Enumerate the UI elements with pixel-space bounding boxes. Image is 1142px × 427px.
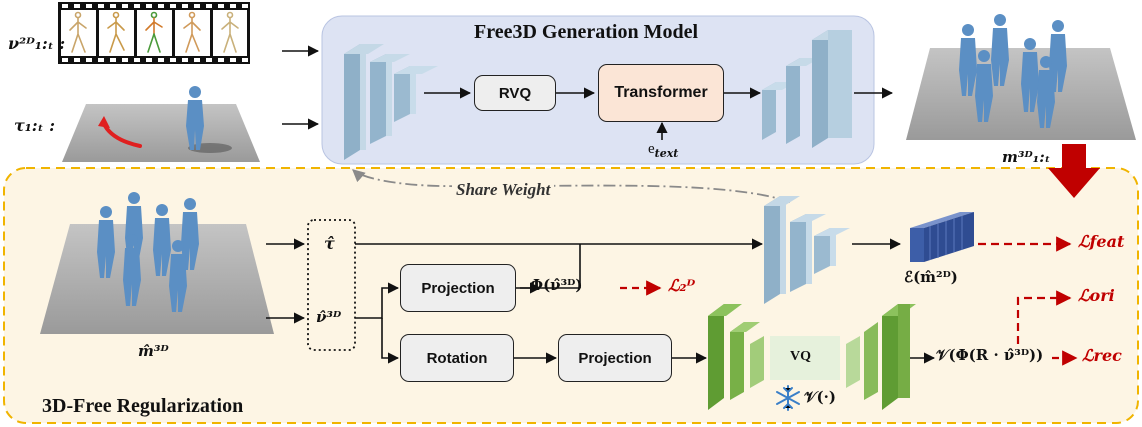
loss-2d-label: ℒ₂ᴰ <box>668 276 696 295</box>
regularization-title: 3D-Free Regularization <box>42 395 244 417</box>
encoder-output-label: ℰ(m̂²ᴰ) <box>904 268 958 286</box>
regularization-input-scene <box>40 192 274 334</box>
rvq-box: RVQ <box>474 75 556 111</box>
transformer-box: Transformer <box>598 64 724 122</box>
loss-ori-label: ℒori <box>1078 286 1115 305</box>
e-text-base: e <box>648 141 655 157</box>
snowflake-icon <box>776 385 800 411</box>
shared-encoder <box>764 196 850 304</box>
tau-hat-label: τ̂ <box>324 234 335 253</box>
phi-label: Φ(ν̂³ᴰ) <box>530 276 583 294</box>
generation-encoder <box>344 44 438 160</box>
output-motion-label: m³ᴰ₁:ₜ <box>1002 148 1051 166</box>
generation-decoder <box>762 30 852 148</box>
share-weight-label: Share Weight <box>452 181 555 198</box>
output-motion-scene <box>906 14 1136 140</box>
vq-autoencoder <box>708 304 916 410</box>
rotation-box: Rotation <box>400 334 514 382</box>
big-red-arrow <box>1048 144 1100 198</box>
input-motion-label: m̂³ᴰ <box>138 342 169 360</box>
projection-bottom-box: Projection <box>558 334 672 382</box>
loss-feat-label: ℒfeat <box>1078 232 1125 251</box>
loss-rec-label: ℒrec <box>1082 346 1122 365</box>
input-2d-skeleton-strip <box>58 2 250 64</box>
e-text-label: etext <box>648 141 679 160</box>
vq-label: VQ <box>790 349 811 364</box>
e-text-sub: text <box>654 147 679 160</box>
v-hat-label: ν̂³ᴰ <box>316 308 342 326</box>
generation-title: Free3D Generation Model <box>474 21 699 43</box>
vq-function-label: 𝒱(·) <box>804 388 836 406</box>
input-tau-label: τ₁:ₜ : <box>14 116 56 135</box>
projection-top-box: Projection <box>400 264 516 312</box>
trajectory-input-scene <box>62 86 260 162</box>
vq-output-label: 𝒱(Φ(R · ν̂³ᴰ)) <box>936 346 1044 364</box>
feature-blocks <box>910 212 974 262</box>
input-v2d-label: ν²ᴰ₁:ₜ : <box>8 34 66 53</box>
